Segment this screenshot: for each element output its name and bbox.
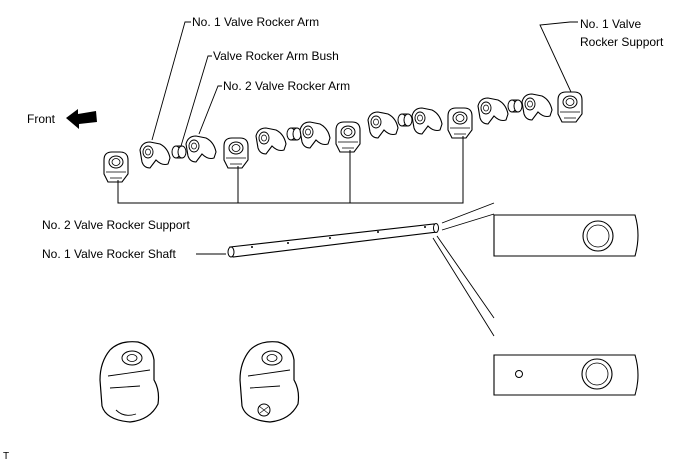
rocker-support-2-mid3 [447, 107, 473, 139]
label-rocker-arm-1: No. 1 Valve Rocker Arm [192, 15, 320, 29]
label-rocker-support-1-line1: No. 1 Valve [580, 17, 642, 31]
rocker-arm-bush [286, 127, 302, 141]
front-arrow-icon [66, 109, 97, 129]
support-1-detail-drawing [99, 341, 160, 423]
label-rocker-arm-2: No. 2 Valve Rocker Arm [223, 79, 351, 93]
label-rocker-support-1-line2: Rocker Support [580, 35, 664, 49]
rocker-support-2-left [103, 151, 129, 183]
rocker-arm [411, 107, 443, 135]
rocker-support-2-mid1 [223, 137, 249, 169]
label-rocker-shaft-1: No. 1 Valve Rocker Shaft [42, 247, 176, 261]
support-2-detail-drawing [239, 341, 300, 423]
support-bracket [117, 136, 464, 204]
rocker-arm [299, 121, 331, 149]
leader-lines [151, 21, 578, 255]
callout-lines [432, 202, 495, 337]
rocker-arm [521, 93, 553, 121]
rocker-support-1-right [557, 91, 583, 123]
rocker-arm [367, 111, 399, 139]
rocker-arm-1 [139, 141, 171, 169]
label-front: Front [27, 112, 56, 126]
rocker-support-2-mid2 [335, 121, 361, 153]
head-side-shaft-end [493, 354, 639, 396]
rocker-arm [477, 97, 509, 125]
rocker-arm-bush [397, 113, 413, 127]
rocker-shaft [227, 223, 439, 258]
rocker-arm-bush [507, 99, 523, 113]
label-rocker-arm-bush: Valve Rocker Arm Bush [213, 49, 339, 63]
label-rocker-support-2: No. 2 Valve Rocker Support [42, 218, 190, 232]
rocker-assembly [103, 91, 583, 183]
footer-mark: T [3, 451, 10, 462]
rocker-arm-bush [171, 145, 187, 159]
rocker-arm [255, 127, 287, 155]
cover-side-shaft-end [493, 214, 639, 257]
rocker-arm-2 [185, 135, 217, 163]
